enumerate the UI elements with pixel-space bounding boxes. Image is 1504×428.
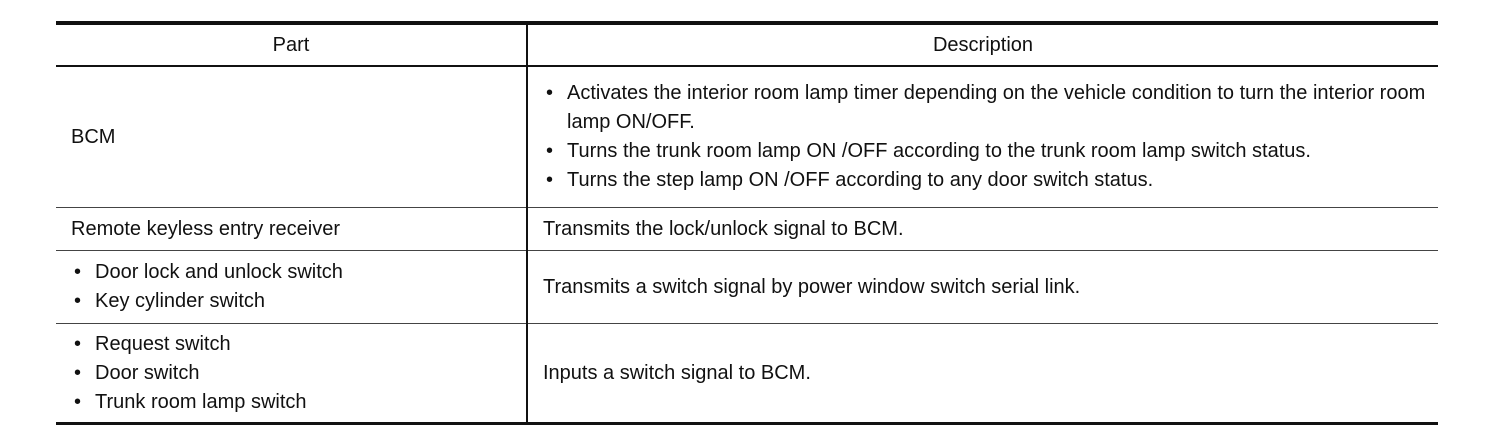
description-cell: Transmits the lock/unlock signal to BCM. [526,207,1438,251]
description-item: Turns the trunk room lamp ON /OFF accord… [543,137,1430,166]
part-list: Door lock and unlock switch Key cylinder… [71,258,526,316]
description-text: Transmits the lock/unlock signal to BCM. [543,217,904,240]
part-item: Key cylinder switch [71,287,526,316]
table-row: Remote keyless entry receiver Transmits … [56,207,1438,251]
table-header-row: Part Description [56,21,1438,67]
table-row: BCM Activates the interior room lamp tim… [56,66,1438,208]
part-name: BCM [71,125,116,148]
part-cell: Remote keyless entry receiver [56,207,527,251]
part-item: Door lock and unlock switch [71,258,526,287]
description-item: Activates the interior room lamp timer d… [543,79,1430,137]
description-cell: Activates the interior room lamp timer d… [526,66,1438,208]
part-name: Remote keyless entry receiver [71,217,340,240]
header-part: Part [56,21,527,67]
description-cell: Transmits a switch signal by power windo… [526,250,1438,324]
part-cell: Door lock and unlock switch Key cylinder… [56,250,527,324]
description-cell: Inputs a switch signal to BCM. [526,323,1438,425]
description-text: Transmits a switch signal by power windo… [543,275,1081,298]
description-item: Turns the step lamp ON /OFF according to… [543,166,1430,195]
table-row: Door lock and unlock switch Key cylinder… [56,250,1438,324]
part-item: Door switch [71,359,526,388]
part-item: Trunk room lamp switch [71,388,526,417]
part-cell: Request switch Door switch Trunk room la… [56,323,527,425]
header-description: Description [526,21,1438,67]
table-row: Request switch Door switch Trunk room la… [56,323,1438,425]
part-list: Request switch Door switch Trunk room la… [71,330,526,417]
parts-description-table: Part Description BCM Activates the inter… [56,21,1438,425]
part-cell: BCM [56,66,527,208]
description-list: Activates the interior room lamp timer d… [543,79,1430,195]
description-text: Inputs a switch signal to BCM. [543,361,811,384]
part-item: Request switch [71,330,526,359]
